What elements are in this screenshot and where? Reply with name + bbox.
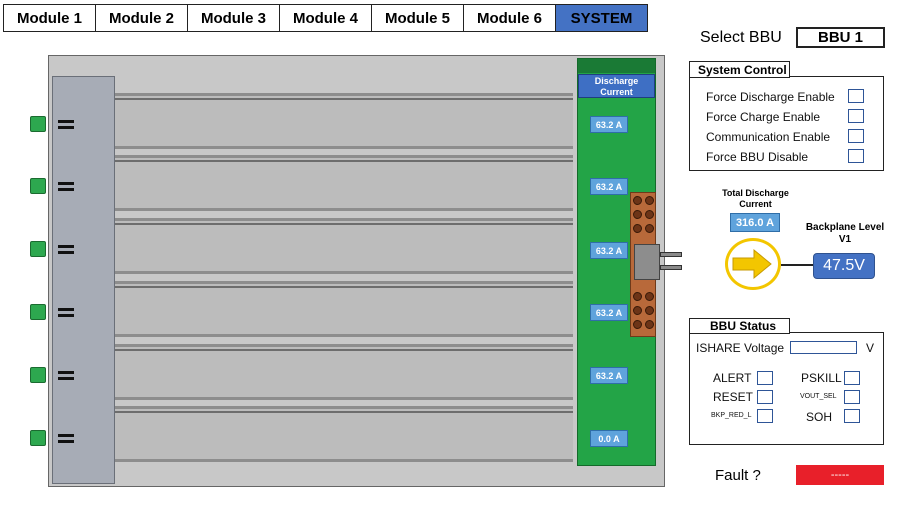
module-connector-icon: [30, 116, 46, 132]
bkp-red-l-indicator[interactable]: [757, 409, 773, 423]
force-bbu-disable-checkbox[interactable]: [848, 149, 864, 163]
latch-icon: [58, 434, 74, 443]
alert-label: ALERT: [713, 371, 752, 385]
force-discharge-label: Force Discharge Enable: [706, 90, 835, 104]
latch-icon: [58, 308, 74, 317]
latch-icon: [58, 120, 74, 129]
bbu-status-title: BBU Status: [689, 318, 790, 334]
bkp-red-l-label: BKP_RED_L: [711, 412, 752, 419]
latch-icon: [58, 182, 74, 191]
system-control-title: System Control: [689, 61, 790, 78]
module-slot-1: [115, 93, 573, 149]
module-4-current: 63.2 A: [590, 304, 628, 321]
module-connector-icon: [30, 241, 46, 257]
force-charge-label: Force Charge Enable: [706, 110, 821, 124]
module-slot-2: [115, 155, 573, 211]
output-pin: [660, 252, 682, 257]
backplane-level-label: Backplane Level V1: [805, 222, 885, 245]
tab-module-6[interactable]: Module 6: [463, 4, 556, 32]
current-flow-indicator: [725, 238, 781, 290]
fault-indicator: -----: [796, 465, 884, 485]
ishare-voltage-label: ISHARE Voltage: [696, 341, 785, 355]
module-1-current: 63.2 A: [590, 116, 628, 133]
module-connector-icon: [30, 304, 46, 320]
pskill-label: PSKILL: [801, 371, 842, 385]
vout-sel-label: VOUT_SEL: [800, 393, 837, 400]
module-slot-6: [115, 406, 573, 462]
communication-enable-checkbox[interactable]: [848, 129, 864, 143]
total-discharge-label: Total Discharge Current: [722, 188, 789, 209]
reset-label: RESET: [713, 390, 754, 404]
module-6-current: 0.0 A: [590, 430, 628, 447]
module-tabs: Module 1 Module 2 Module 3 Module 4 Modu…: [3, 4, 648, 32]
discharge-current-header: Discharge Current: [578, 74, 655, 98]
force-bbu-disable-label: Force BBU Disable: [706, 150, 809, 164]
bbu-select[interactable]: BBU 1: [796, 27, 885, 48]
tab-module-3[interactable]: Module 3: [187, 4, 280, 32]
soh-indicator[interactable]: [844, 409, 860, 423]
output-connector: [634, 244, 660, 280]
pskill-indicator[interactable]: [844, 371, 860, 385]
backplane-voltage-value: 47.5V: [813, 253, 875, 279]
tab-module-2[interactable]: Module 2: [95, 4, 188, 32]
module-slot-3: [115, 218, 573, 274]
module-slot-5: [115, 344, 573, 400]
select-bbu-label: Select BBU: [700, 29, 782, 46]
tab-module-1[interactable]: Module 1: [3, 4, 96, 32]
module-2-current: 63.2 A: [590, 178, 628, 195]
module-connector-icon: [30, 367, 46, 383]
module-5-current: 63.2 A: [590, 367, 628, 384]
latch-icon: [58, 371, 74, 380]
connection-line: [781, 264, 814, 266]
output-pin: [660, 265, 682, 270]
rack-front-panel: [52, 76, 115, 484]
ishare-unit: V: [866, 341, 875, 355]
module-connector-icon: [30, 178, 46, 194]
module-connector-icon: [30, 430, 46, 446]
ishare-voltage-field[interactable]: [790, 341, 857, 354]
total-discharge-value: 316.0 A: [730, 213, 780, 232]
tab-module-4[interactable]: Module 4: [279, 4, 372, 32]
force-charge-checkbox[interactable]: [848, 109, 864, 123]
latch-icon: [58, 245, 74, 254]
fault-label: Fault ?: [715, 467, 761, 484]
soh-label: SOH: [806, 410, 833, 424]
arrow-right-icon: [732, 248, 772, 280]
module-3-current: 63.2 A: [590, 242, 628, 259]
tab-module-5[interactable]: Module 5: [371, 4, 464, 32]
vout-sel-indicator[interactable]: [844, 390, 860, 404]
communication-enable-label: Communication Enable: [706, 130, 831, 144]
alert-indicator[interactable]: [757, 371, 773, 385]
pcb-header-strip: [578, 59, 655, 73]
module-slot-4: [115, 281, 573, 337]
force-discharge-checkbox[interactable]: [848, 89, 864, 103]
reset-indicator[interactable]: [757, 390, 773, 404]
tab-system[interactable]: SYSTEM: [555, 4, 648, 32]
